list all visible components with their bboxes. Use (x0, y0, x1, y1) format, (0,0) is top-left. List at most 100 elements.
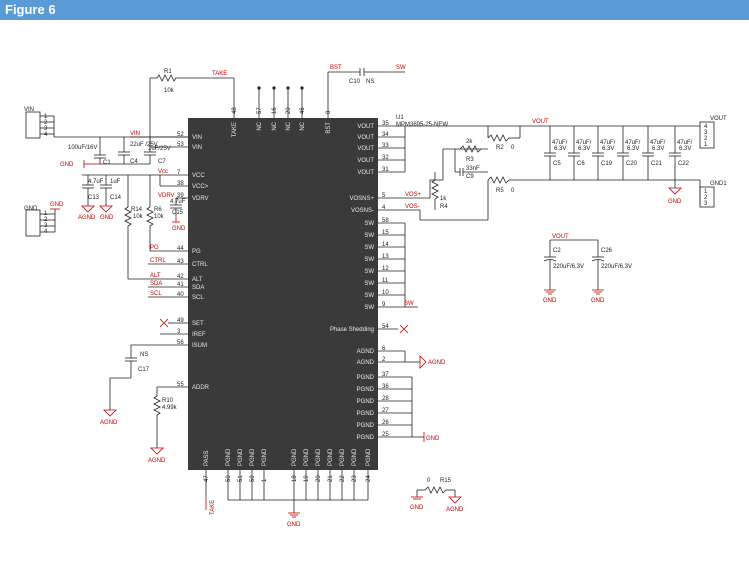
r10-ref: R10 (162, 398, 174, 404)
ic-pin-name-bottom: PGND (328, 448, 334, 466)
ic-pin-num-right: 13 (382, 254, 389, 260)
alt-net-label: ALT (150, 273, 161, 279)
c17-value: NS (140, 352, 148, 358)
output-cap-value: 47uF/ (625, 140, 641, 146)
ic-pin-num-right: 28 (382, 396, 389, 402)
gnd1-pin-1: 1 (704, 189, 708, 195)
r3-value: 2k (466, 139, 473, 145)
c10-value: NS (366, 79, 374, 85)
gnd-label-c26: GND (591, 298, 605, 304)
ic-pin-name-left: ISUM (192, 343, 207, 349)
ic-pins: VIN52VIN53VCC7VCC>38VDRV39PG44CTRL43ALT4… (177, 107, 389, 482)
ic-pin-name-bottom: PGND (226, 448, 232, 466)
gnd1-connector-label: GND1 (710, 181, 727, 187)
ic-pin-name-right: SW (364, 245, 374, 251)
ic-pin-name-right: SW (364, 281, 374, 287)
ic-pin-num-bottom: 23 (352, 475, 358, 482)
ic-pin-name-left: SCL (192, 295, 204, 301)
r2-ref: R2 (496, 145, 504, 151)
ic-pin-num-bottom: 47 (204, 475, 210, 482)
sw-net-label-bottom: SW (404, 301, 414, 307)
output-cap-value-2: 6.3V (578, 146, 590, 152)
agnd-label-left: AGND (78, 215, 96, 221)
ic-pin-name-left: VDRV (192, 196, 209, 202)
output-cap-ref: C19 (601, 161, 613, 167)
ic-pin-num-right: 36 (382, 384, 389, 390)
gnd-connector (25, 209, 41, 237)
output-cap-ref: C22 (678, 161, 690, 167)
ic-pin-name-right: VOUT (357, 135, 374, 141)
ic-pin-name-right: VOUT (357, 146, 374, 152)
ic-pin-name-bottom: PGND (250, 448, 256, 466)
ic-pin-num-right: 12 (382, 266, 389, 272)
ic-pin-name-right: PGND (357, 423, 375, 429)
ic-pin-name-right: SW (364, 293, 374, 299)
ic-pin-name-bottom: PGND (262, 448, 268, 466)
gnd-label-bottom: GND (287, 522, 301, 528)
ic-pin-num-right: 5 (382, 193, 386, 199)
ic-pin-num-left: 42 (177, 274, 184, 280)
c9-value: 33nF (466, 166, 480, 172)
vout-net-label-bulk: VOUT (552, 234, 569, 240)
ic-pin-num-right: 14 (382, 242, 389, 248)
ic-pin-num-right: 4 (382, 205, 386, 211)
ic-pin-name-right: Phase Shedding (330, 327, 374, 333)
ic-pin-name-right: AGND (357, 360, 375, 366)
output-cap-ref: C6 (577, 161, 585, 167)
r10-value: 4.99k (162, 405, 178, 411)
ic-pin-num-left: 41 (177, 282, 184, 288)
r14-value: 10k (133, 214, 144, 220)
ic-pin-name-right: SW (364, 257, 374, 263)
ic-pin-num-top: 8 (326, 110, 332, 114)
ic-pin-num-bottom: 59 (250, 475, 256, 482)
vin-net-label: VIN (130, 131, 140, 137)
c7-value: 1uF/25V (148, 146, 171, 152)
ic-pin-num-left: 53 (177, 142, 184, 148)
gnd-label-c14: GND (100, 215, 114, 221)
gnd-label-c1: GND (60, 162, 74, 168)
output-cap-value-2: 6.3V (554, 146, 566, 152)
c14-value: 1uF (110, 179, 121, 185)
c2-ref: C2 (553, 248, 561, 254)
c15-value: 4.7uF (170, 199, 186, 205)
ic-pin-num-left: 43 (177, 259, 184, 265)
ic-pin-num-right: 2 (382, 357, 386, 363)
ic-pin-name-left: ALT (192, 277, 203, 283)
ic-pin-name-bottom: PGND (366, 448, 372, 466)
ic-pin-name-left: VIN (192, 135, 202, 141)
figure-title: Figure 6 (5, 2, 56, 17)
r15-ref: R15 (440, 478, 452, 484)
gnd-label-c15: GND (172, 226, 186, 232)
vout-pin-3: 3 (704, 130, 708, 136)
c15-ref: C15 (172, 210, 184, 216)
ic-pin-num-bottom: 19 (304, 475, 310, 482)
c7-ref: C7 (158, 159, 166, 165)
ic-pin-num-right: 37 (382, 372, 389, 378)
ic-pin-name-top: NC (257, 121, 263, 130)
vin-pin-3: 3 (44, 126, 48, 132)
ic-pin-name-left: VIN (192, 145, 202, 151)
c1-value: 100uF/16V (68, 145, 97, 151)
c9-ref: C9 (466, 174, 474, 180)
ic-body (188, 118, 378, 470)
output-cap-value: 47uF/ (552, 140, 568, 146)
ic-pin-num-bottom: 1 (262, 478, 268, 482)
ic-pin-num-left: 3 (177, 329, 181, 335)
c2-value: 220uF/6.3V (553, 264, 584, 270)
ic-pin-name-bottom: PGND (352, 448, 358, 466)
ic-pin-name-left: SDA (192, 285, 204, 291)
ic-pin-num-right: 10 (382, 290, 389, 296)
c4-ref: C4 (130, 159, 138, 165)
figure-header: Figure 6 (0, 0, 749, 20)
gnd-label-pgnd: GND (426, 436, 440, 442)
ic-pin-num-right: 32 (382, 155, 389, 161)
ic-pin-name-right: PGND (357, 399, 375, 405)
ic-pin-num-right: 6 (382, 346, 386, 352)
output-cap-ref: C5 (553, 161, 561, 167)
ic-pin-num-left: 56 (177, 340, 184, 346)
ic-pin-name-bottom: PASS (204, 450, 210, 466)
agnd-label-c17: AGND (100, 420, 118, 426)
ic-pin-name-top: BST (326, 122, 332, 134)
ic-pin-num-left: 52 (177, 132, 184, 138)
ic-pin-num-left: 55 (177, 382, 184, 388)
